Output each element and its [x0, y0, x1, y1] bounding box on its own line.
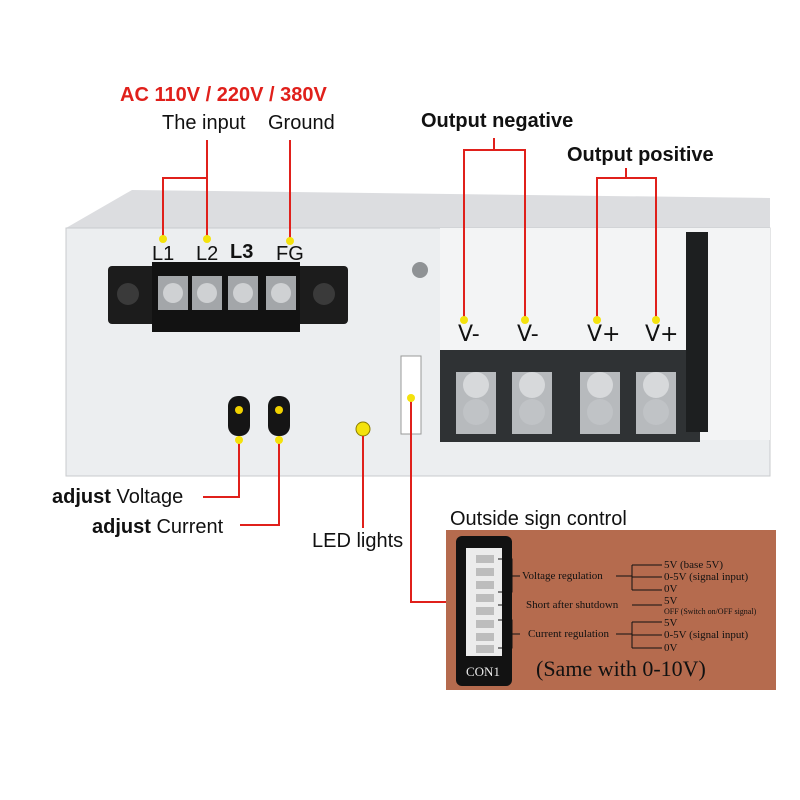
adjust-current-bold: adjust	[92, 516, 151, 538]
sign-control-title: Outside sign control	[450, 508, 627, 530]
heatsink-fins	[686, 232, 708, 432]
terminal-screws	[117, 276, 335, 310]
voltage-5v-base: 5V (base 5V)	[664, 559, 724, 571]
output-vpos-2: V+	[645, 322, 679, 347]
short-off: OFF (Switch on/OFF signal)	[664, 607, 757, 616]
voltage-regulation-label: Voltage regulation	[522, 570, 603, 582]
ground-label: Ground	[268, 112, 335, 134]
control-wiring	[498, 558, 662, 649]
connector-con1: CON1	[466, 664, 500, 679]
terminal-l2: L2	[196, 243, 219, 265]
output-vneg-1: V-	[458, 322, 480, 347]
led-lights-label: LED lights	[312, 530, 404, 552]
adjust-voltage-label: adjust Voltage	[52, 486, 183, 509]
control-connector-pins	[476, 555, 494, 653]
current-regulation-label: Current regulation	[528, 628, 609, 640]
marker-dots	[159, 235, 660, 444]
input-label: The input	[162, 112, 246, 134]
current-5v: 5V	[664, 617, 678, 629]
current-0v: 0V	[664, 642, 678, 654]
potentiometers	[228, 396, 290, 436]
short-5v: 5V	[664, 595, 678, 607]
output-negative-label: Output negative	[421, 110, 574, 132]
current-0-5v: 0-5V (signal input)	[664, 629, 749, 641]
voltage-0v: 0V	[664, 583, 678, 595]
output-vneg-2: V-	[517, 322, 539, 347]
case-top	[66, 190, 770, 236]
terminal-fg: FG	[276, 243, 304, 265]
terminal-l3: L3	[230, 241, 254, 263]
voltage-0-5v: 0-5V (signal input)	[664, 571, 749, 583]
leader-lines	[162, 138, 657, 603]
ac-voltage-title: AC 110V / 220V / 380V	[120, 84, 327, 106]
adjust-voltage-bold: adjust	[52, 486, 111, 508]
adjust-current-text: Current	[156, 516, 224, 538]
same-with-note: (Same with 0-10V)	[536, 656, 706, 681]
terminal-l1: L1	[152, 243, 175, 265]
panel-screw	[412, 262, 428, 278]
led-indicator	[355, 421, 371, 437]
adjust-current-label: adjust Current	[92, 516, 223, 539]
output-screws	[456, 372, 676, 434]
adjust-voltage-text: Voltage	[116, 486, 184, 508]
output-positive-label: Output positive	[567, 144, 714, 166]
output-vpos-1: V+	[587, 322, 621, 347]
short-after-shutdown-label: Short after shutdown	[526, 599, 619, 611]
